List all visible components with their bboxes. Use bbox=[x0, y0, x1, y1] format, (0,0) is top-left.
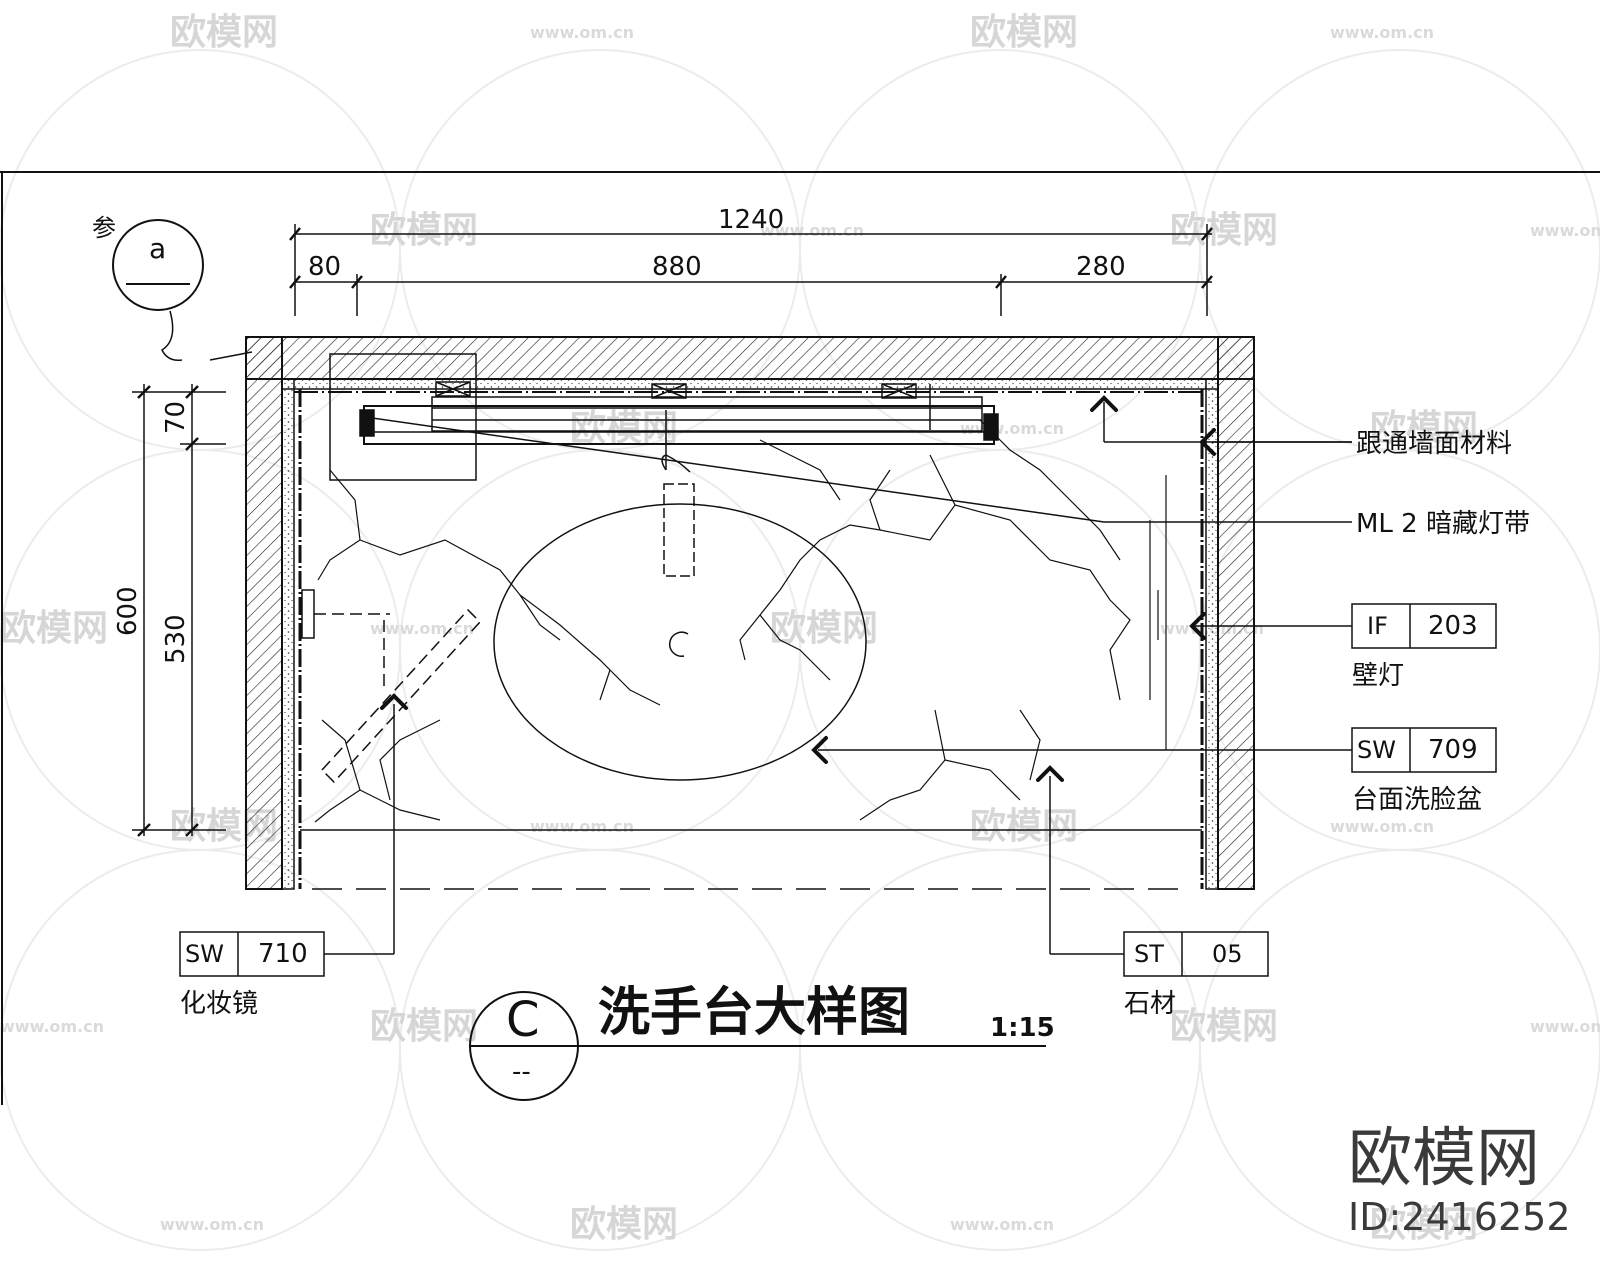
callout-label: 台面洗脸盆 bbox=[1352, 785, 1482, 815]
dim-right: 280 bbox=[1076, 252, 1126, 282]
watermark-url: www.om.cn bbox=[760, 221, 864, 240]
corner-brand: 欧模网 ID:2416252 bbox=[1348, 1122, 1571, 1239]
callout-code: IF bbox=[1367, 612, 1388, 640]
corner-brand-name: 欧模网 bbox=[1348, 1122, 1540, 1196]
watermark-brand: 欧模网 bbox=[370, 1006, 478, 1047]
watermark-brand-marks: 欧模网 www.om.cn 欧模网 www.om.cn 欧模网 www.om.c… bbox=[0, 12, 1600, 1245]
leader-arrowheads bbox=[380, 395, 1216, 782]
reference-bubble: 参 a bbox=[92, 214, 253, 362]
dim-height-total: 600 bbox=[113, 586, 143, 636]
watermark-brand: 欧模网 bbox=[1370, 1204, 1478, 1245]
callout-vanity-mirror: SW 710 化妆镜 bbox=[179, 931, 325, 1019]
watermark-brand: 欧模网 bbox=[1170, 210, 1278, 251]
callout-number: 709 bbox=[1428, 735, 1478, 765]
drawing-title: 洗手台大样图 bbox=[598, 983, 910, 1043]
dimension-lines bbox=[132, 224, 1213, 837]
drawing-scale: 1:15 bbox=[990, 1013, 1055, 1043]
dim-overall: 1240 bbox=[718, 205, 784, 235]
watermark-url: www.om.cn bbox=[960, 419, 1064, 438]
watermark-url: www.om.cn bbox=[160, 1215, 264, 1234]
callout-number: 05 bbox=[1212, 940, 1243, 968]
callout-number: 203 bbox=[1428, 611, 1478, 641]
watermark-brand: 欧模网 bbox=[770, 608, 878, 649]
callout-wall-material-label: 跟通墙面材料 bbox=[1356, 429, 1512, 459]
title-letter: C bbox=[506, 992, 540, 1048]
watermark-brand: 欧模网 bbox=[570, 408, 678, 449]
watermark-arcs bbox=[0, 49, 1600, 1251]
watermark-url: www.om.cn bbox=[1330, 23, 1434, 42]
callout-code: ST bbox=[1134, 940, 1164, 968]
watermark-url: www.om.cn bbox=[950, 1215, 1054, 1234]
watermark-brand: 欧模网 bbox=[970, 806, 1078, 847]
watermark-url: www.om.cn bbox=[530, 23, 634, 42]
callout-basin: SW 709 台面洗脸盆 bbox=[1351, 727, 1497, 815]
dim-left: 80 bbox=[308, 252, 341, 282]
dim-height-top: 70 bbox=[161, 401, 191, 434]
watermark-url: www.om.cn bbox=[370, 619, 474, 638]
watermark-brand: 欧模网 bbox=[0, 608, 108, 649]
watermark-url: www.om.cn bbox=[0, 1017, 104, 1036]
watermark-url: www.om.cn bbox=[530, 817, 634, 836]
reference-prefix: 参 bbox=[92, 214, 116, 242]
watermark-brand: 欧模网 bbox=[1170, 1006, 1278, 1047]
watermark-url: www.om.cn bbox=[1530, 221, 1600, 240]
watermark-brand: 欧模网 bbox=[170, 12, 278, 53]
callout-led-strip-label: ML 2 暗藏灯带 bbox=[1356, 509, 1530, 539]
reference-letter: a bbox=[149, 232, 166, 265]
title-block: C -- 洗手台大样图 1:15 bbox=[469, 983, 1055, 1101]
callout-code: SW bbox=[1357, 736, 1396, 764]
title-sheet: -- bbox=[512, 1057, 531, 1087]
callout-wall-light: IF 203 壁灯 bbox=[1351, 603, 1497, 691]
corner-brand-id: ID:2416252 bbox=[1348, 1195, 1571, 1239]
callout-label: 石材 bbox=[1124, 989, 1176, 1019]
watermark-url: www.om.cn bbox=[1530, 1017, 1600, 1036]
mirror-cabinet-section bbox=[329, 353, 999, 481]
callout-code: SW bbox=[185, 940, 224, 968]
watermark-brand: 欧模网 bbox=[1370, 408, 1478, 449]
sheet-frame bbox=[0, 171, 1600, 1105]
wall-light-fixture bbox=[301, 589, 482, 784]
wall-section bbox=[245, 336, 1255, 890]
callout-stone: ST 05 石材 bbox=[1123, 931, 1269, 1019]
leader-lines bbox=[324, 402, 1352, 955]
watermark-brand: 欧模网 bbox=[570, 1204, 678, 1245]
watermark-brand: 欧模网 bbox=[370, 210, 478, 251]
basin bbox=[493, 503, 867, 781]
callout-label: 化妆镜 bbox=[180, 989, 258, 1019]
dimension-labels: 1240 80 880 280 600 70 530 bbox=[113, 205, 1126, 664]
dim-middle: 880 bbox=[652, 252, 702, 282]
marble-veins bbox=[314, 419, 1167, 823]
dim-height-body: 530 bbox=[161, 614, 191, 664]
watermark-brand: 欧模网 bbox=[970, 12, 1078, 53]
callout-label: 壁灯 bbox=[1352, 661, 1404, 691]
callout-number: 710 bbox=[258, 939, 308, 969]
watermark-url: www.om.cn bbox=[1330, 817, 1434, 836]
